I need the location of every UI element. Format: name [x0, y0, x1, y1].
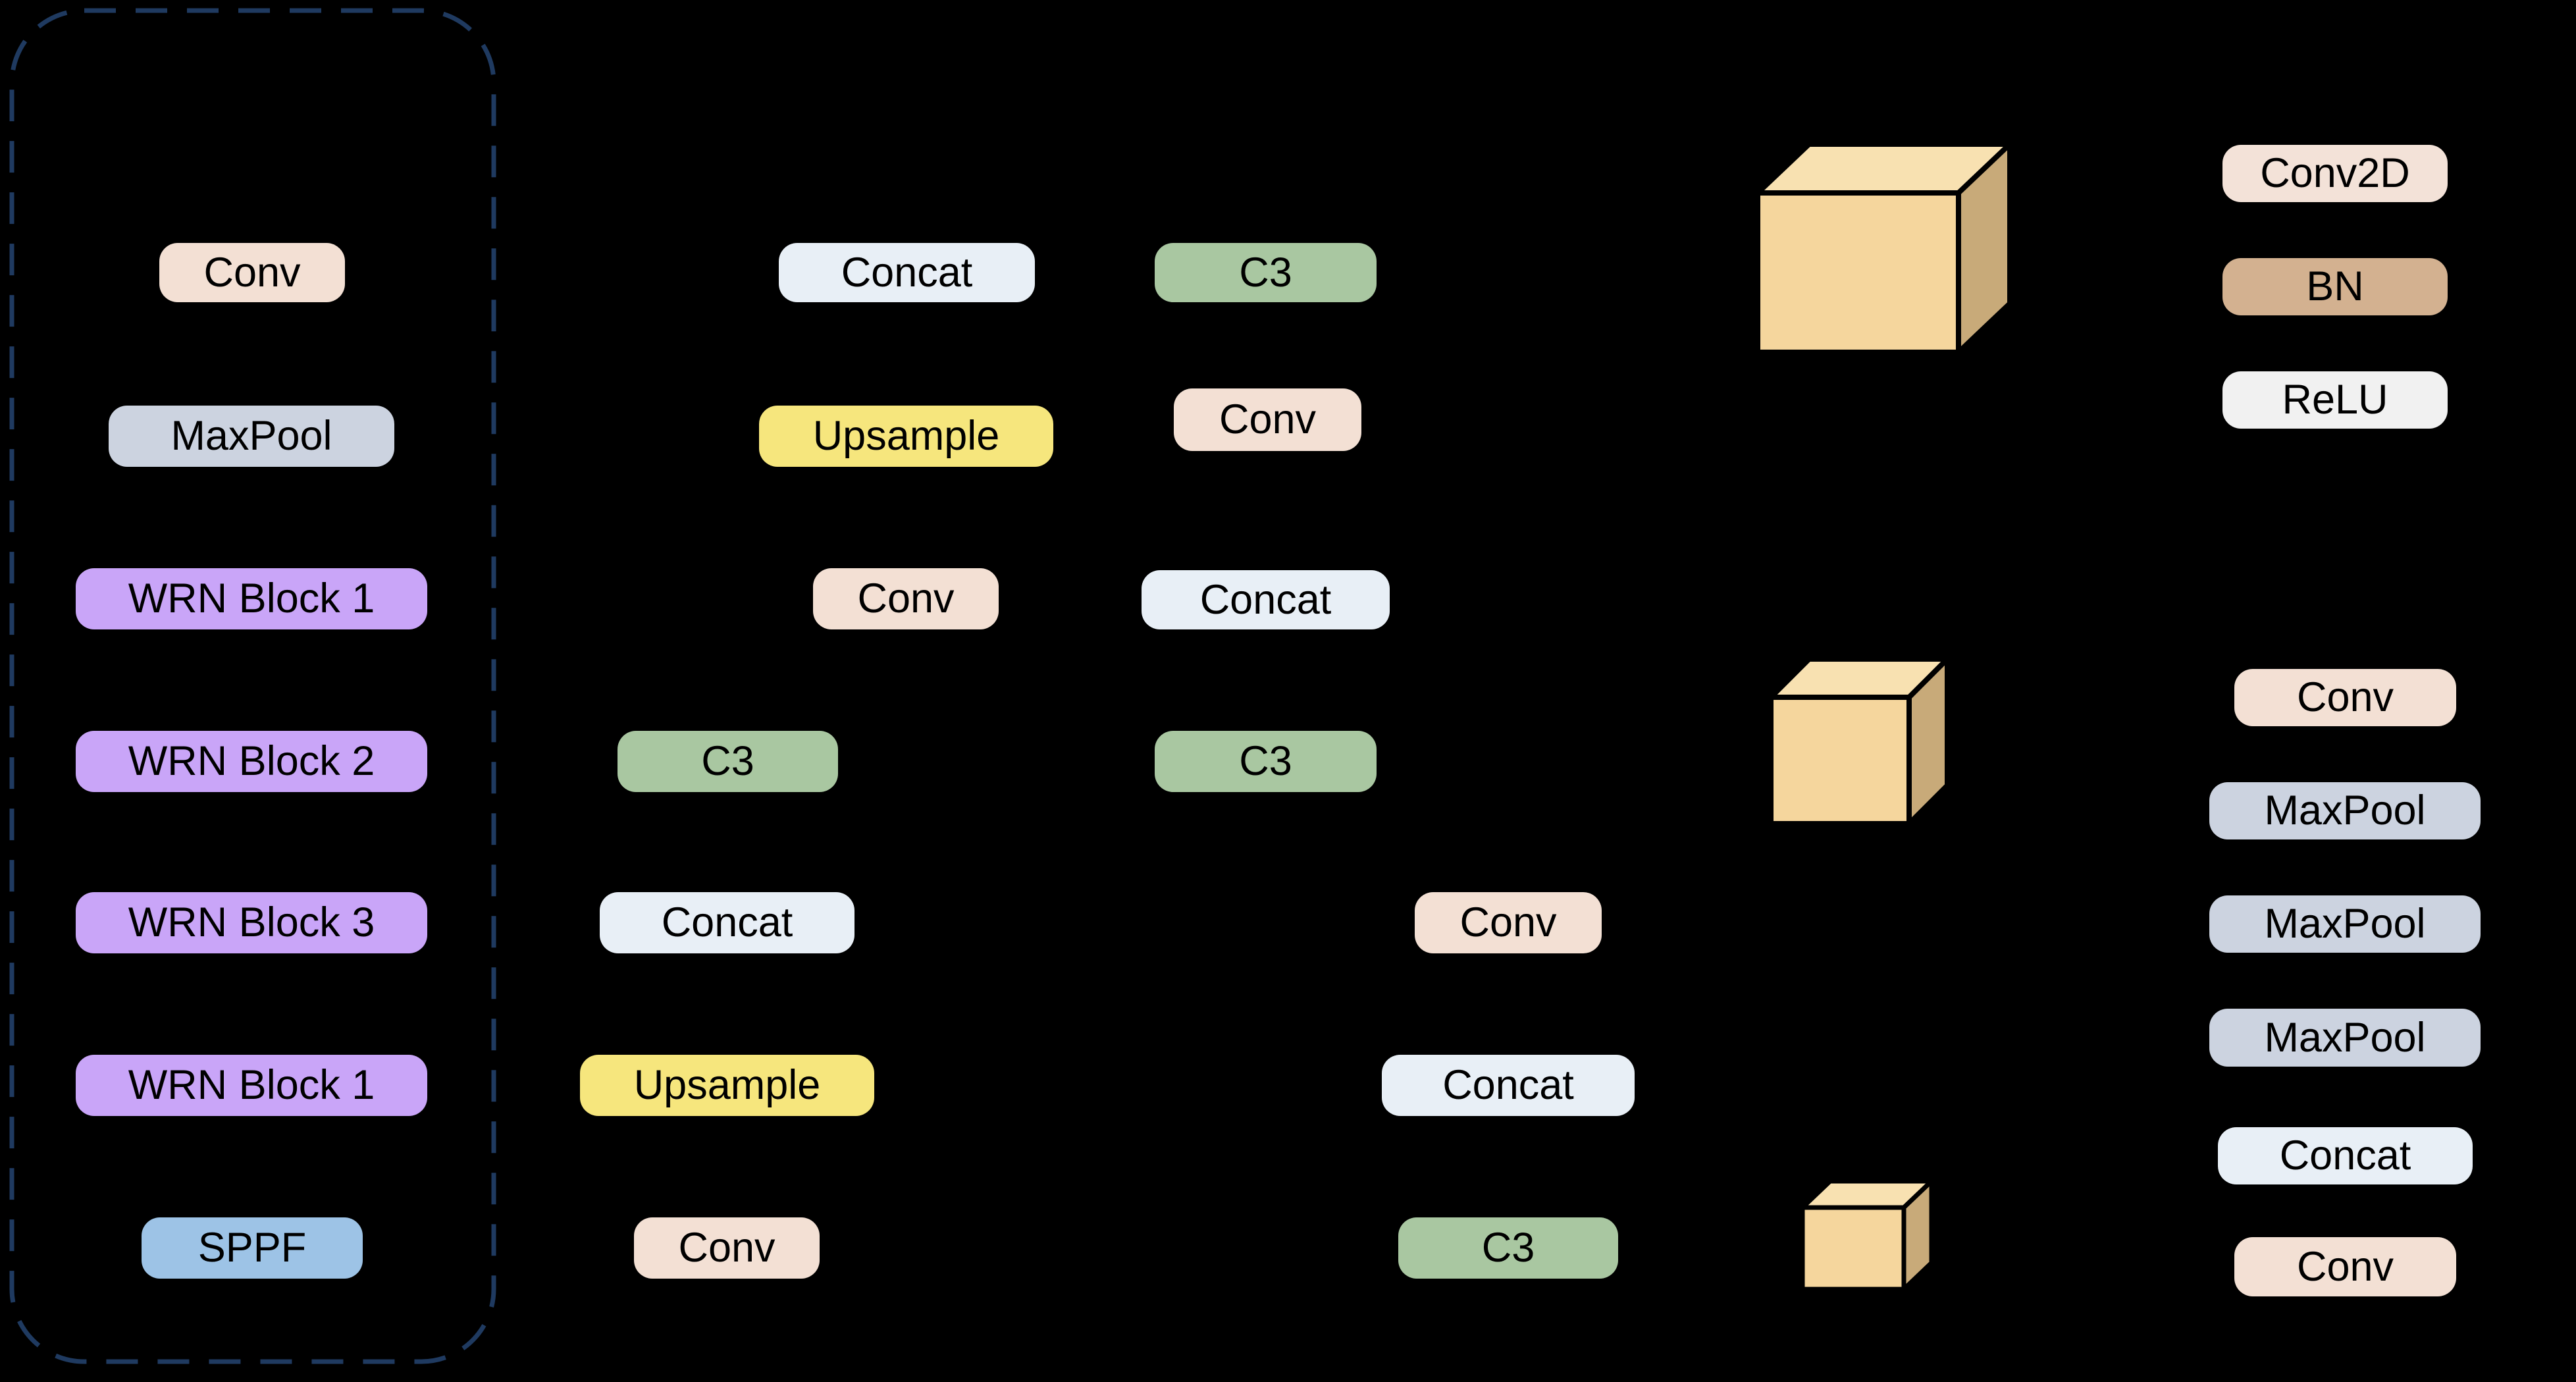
- head-c3-node-3: C3: [1398, 1217, 1618, 1279]
- sppf-detail-maxpool-node-1: MaxPool: [2209, 782, 2481, 839]
- head-c3-node-2: C3: [1155, 731, 1377, 792]
- backbone-maxpool-node: MaxPool: [109, 406, 394, 467]
- sppf-detail-maxpool-node-2: MaxPool: [2209, 895, 2481, 953]
- backbone-dashed-border: [9, 8, 496, 1364]
- sppf-detail-concat-node: Concat: [2218, 1127, 2473, 1184]
- legend-conv2d-node: Conv2D: [2222, 145, 2448, 202]
- legend-bn-node: BN: [2222, 258, 2448, 315]
- neck-c3-node-1: C3: [618, 731, 838, 792]
- cube-front-face: [1768, 695, 1912, 826]
- backbone-wrn-block-2-node: WRN Block 2: [76, 731, 427, 792]
- backbone-wrn-block-1b-node: WRN Block 1: [76, 1055, 427, 1116]
- neck-concat-node-2: Concat: [600, 892, 854, 953]
- feature-map-cube-large: [1755, 142, 2012, 355]
- neck-upsample-node-1: Upsample: [759, 406, 1053, 467]
- backbone-conv-node: Conv: [159, 243, 345, 302]
- neck-concat-node-1: Concat: [779, 243, 1035, 302]
- feature-map-cube-small: [1800, 1179, 1934, 1292]
- neck-upsample-node-2: Upsample: [580, 1055, 874, 1116]
- head-c3-node-1: C3: [1155, 243, 1377, 302]
- backbone-wrn-block-3-node: WRN Block 3: [76, 892, 427, 953]
- legend-relu-node: ReLU: [2222, 371, 2448, 429]
- neck-conv-node-1: Conv: [813, 568, 999, 629]
- head-conv-node-2: Conv: [1415, 892, 1602, 953]
- backbone-sppf-node: SPPF: [142, 1217, 363, 1279]
- sppf-detail-conv-node-2: Conv: [2234, 1237, 2456, 1296]
- feature-map-cube-medium: [1768, 656, 1950, 826]
- sppf-detail-conv-node-1: Conv: [2234, 669, 2456, 726]
- neck-conv-node-2: Conv: [634, 1217, 820, 1279]
- backbone-wrn-block-1-node: WRN Block 1: [76, 568, 427, 629]
- head-concat-node-1: Concat: [1142, 570, 1390, 629]
- head-concat-node-2: Concat: [1382, 1055, 1635, 1116]
- cube-front-face: [1800, 1205, 1906, 1292]
- cube-front-face: [1755, 190, 1961, 355]
- sppf-detail-maxpool-node-3: MaxPool: [2209, 1009, 2481, 1067]
- head-conv-node-1: Conv: [1174, 388, 1361, 451]
